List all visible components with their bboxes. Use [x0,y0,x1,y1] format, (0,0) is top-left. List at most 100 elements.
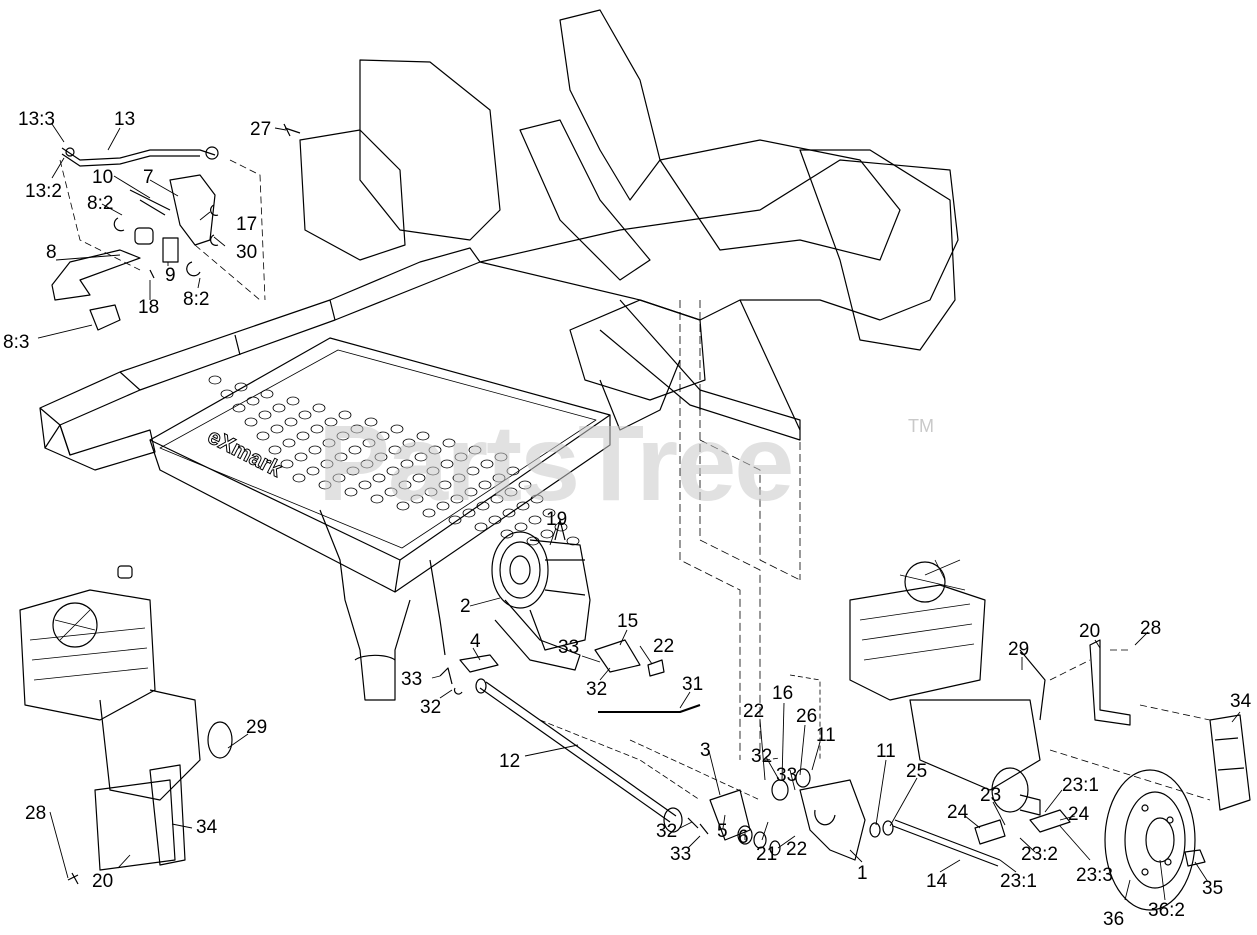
floor-hole [364,417,378,427]
floor-hole [258,410,272,420]
floor-hole [416,431,430,441]
watermark-trademark: TM [908,416,934,436]
callout-8-2: 8:2 [87,193,114,214]
callout-28a: 28 [25,803,47,824]
callout-4: 4 [470,631,481,652]
callout-32b: 32 [420,697,442,718]
callout-28b: 28 [1140,618,1162,639]
floor-hole [286,396,300,406]
callout-32c: 32 [751,746,773,767]
floor-hole [220,389,234,399]
floor-hole [376,431,390,441]
floor-hole [438,480,452,490]
floor-hole [474,522,488,532]
callout-9: 9 [165,265,176,286]
callout-22b: 22 [743,701,765,722]
floor-hole [494,452,508,462]
callout-32d: 32 [656,821,678,842]
floor-hole [334,452,348,462]
brake-bracket-assembly [709,674,1071,867]
floor-hole [398,480,412,490]
floor-hole [336,431,350,441]
callout-2: 2 [460,596,471,617]
floor-hole [372,473,386,483]
pump-assembly [459,519,665,677]
floor-hole [348,445,362,455]
callout-20a: 20 [92,871,114,892]
watermark: PartsTree [318,402,794,523]
floor-hole [402,438,416,448]
callout-1: 1 [857,863,868,884]
floor-holes [208,375,580,546]
callout-14: 14 [926,871,948,892]
floor-hole [412,473,426,483]
floor-hole [370,494,384,504]
floor-hole [428,445,442,455]
floor-hole [518,480,532,490]
floor-hole [414,452,428,462]
chassis-frame [39,9,959,760]
floor-hole [374,452,388,462]
callout-23: 23 [980,785,1002,806]
callout-20b: 20 [1079,621,1101,642]
callout-33a: 33 [401,669,423,690]
floor-hole [462,508,476,518]
floor-hole [466,466,480,476]
callout-32a: 32 [586,679,608,700]
floor-hole [452,473,466,483]
floor-hole [396,501,410,511]
callout-10: 10 [92,167,114,188]
callout-8: 8 [46,242,57,263]
floor-hole [310,424,324,434]
floor-hole [424,487,438,497]
callout-23-3: 23:3 [1076,865,1113,886]
floor-hole [540,529,554,539]
callout-36: 36 [1103,909,1125,930]
callout-23-1a: 23:1 [1062,775,1099,796]
floor-hole [308,445,322,455]
callout-13-3: 13:3 [18,109,55,130]
drive-shaft [439,667,761,835]
floor-hole [504,487,518,497]
floor-hole [268,445,282,455]
floor-hole [384,487,398,497]
floor-hole [390,424,404,434]
floor-hole [272,403,286,413]
callout-34a: 34 [196,817,218,838]
floor-hole [488,515,502,525]
callout-25: 25 [906,761,928,782]
callout-24b: 24 [1068,804,1090,825]
floor-hole [422,508,436,518]
callout-30: 30 [236,242,258,263]
floor-hole [506,466,520,476]
callout-15: 15 [617,611,639,632]
brake-disc [1104,769,1206,911]
floor-hole [468,445,482,455]
floor-hole [410,494,424,504]
callout-24a: 24 [947,802,969,823]
callout-11b: 11 [876,741,896,762]
callout-19: 19 [546,509,568,530]
callout-29b: 29 [1008,639,1030,660]
callout-31: 31 [682,674,704,695]
floor-hole [530,494,544,504]
callout-18: 18 [138,297,160,318]
floor-hole [436,501,450,511]
floor-hole [516,501,530,511]
floor-hole [284,417,298,427]
floor-hole [322,438,336,448]
floor-hole [246,396,260,406]
callout-27: 27 [250,119,272,140]
callout-29a: 29 [246,717,268,738]
callout-17: 17 [236,214,258,235]
floor-hole [440,459,454,469]
callout-7: 7 [143,167,154,188]
callout-35: 35 [1202,878,1224,899]
floor-hole [232,403,246,413]
floor-hole [292,473,306,483]
floor-hole [480,459,494,469]
callout-33b: 33 [558,637,580,658]
callout-22a: 22 [653,636,675,657]
floor-hole [280,459,294,469]
callout-12: 12 [499,751,521,772]
